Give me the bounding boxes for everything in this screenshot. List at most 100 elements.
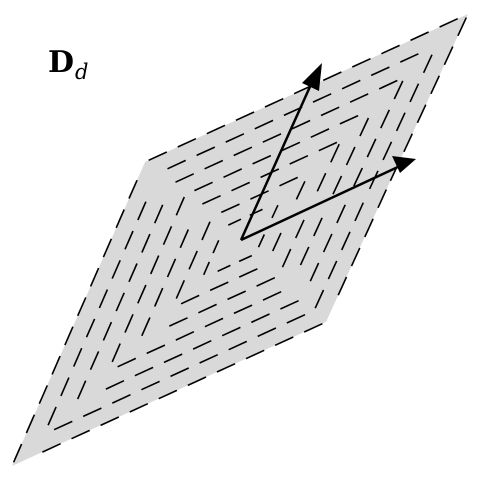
dash-segment [457,17,468,37]
dash-segment [403,133,414,153]
dash-segment [279,176,299,187]
dash-segment [370,66,390,77]
dash-segment [231,181,251,192]
dash-segment [25,414,36,434]
dash-segment [280,299,299,310]
dash-segment [299,246,310,266]
dash-segment [340,231,351,251]
dash-segment [117,357,137,368]
dash-segment [179,229,190,249]
dash-segment [257,327,277,338]
arrowhead-upper [302,63,322,91]
dash-segment [380,109,391,129]
dash-segment [228,340,248,351]
dash-segment [341,79,361,90]
dash-segment [217,264,231,273]
dash-segment [42,442,61,453]
dash-segment [314,289,325,309]
dash-segment [141,233,151,253]
dash-segment [128,179,138,199]
dash-segment [262,133,282,143]
dash-segment [60,377,70,397]
dash-segment [443,46,454,66]
dash-segment [175,196,186,216]
dash-segment [382,141,393,161]
dash-segment [250,190,269,200]
dash-segment [89,267,100,287]
dash-segment [206,124,226,135]
dash-segment [129,402,149,413]
dash-segment [223,168,243,179]
dash-segment [85,318,96,338]
dash-segment [216,362,236,373]
dash-segment [309,262,320,282]
dash-segment [281,248,292,268]
dash-segment [137,201,147,221]
dash-segment [220,203,240,214]
dash-segment [233,146,253,157]
dash-segment [47,406,57,426]
dash-segment [353,167,364,187]
dash-segment [393,80,404,100]
dash-segment [245,349,265,360]
dash-segment [212,239,220,254]
dash-segment [289,154,309,165]
dash-segment [64,326,74,346]
dash-segment [209,281,229,292]
dash-segment [153,204,164,224]
dash-segment [286,313,306,324]
dash-segment [141,380,160,391]
dash-segment [175,279,186,299]
dash-segment [350,247,361,267]
dash-segment [71,429,91,440]
figure-label: Dd [48,48,88,83]
dash-segment [322,71,342,82]
dash-segment [72,347,83,367]
dash-segment [271,204,279,219]
dash-segment [148,151,168,162]
dash-segment [238,254,253,263]
dash-segment [291,119,311,130]
dash-segment [221,326,241,337]
dash-segment [111,259,121,279]
dash-segment [316,172,327,192]
dash-segment [163,353,183,364]
dash-segment [366,138,377,158]
dash-segment [124,230,134,250]
dash-segment [339,114,359,125]
dash-segment [359,117,370,137]
dash-segment [105,379,125,390]
dash-segment [180,294,200,305]
dash-segment [227,218,242,226]
dash-segment [204,317,224,328]
vector-arrows [239,63,416,242]
dash-segment [310,128,330,139]
dash-segment [12,443,23,463]
dash-segment [168,317,188,327]
dash-segment [381,44,400,55]
dash-segment [192,339,212,350]
dash-segment [368,170,379,190]
dash-segment [194,181,213,192]
dash-segment [410,31,429,42]
dash-segment [378,79,398,90]
dash-segment [322,233,333,253]
dash-field [12,17,468,463]
dash-segment [252,154,272,165]
dash-segment [146,344,166,355]
dash-segment [399,53,419,63]
dash-segment [98,289,109,309]
figure-label-subscript: d [75,60,89,84]
dash-segment [134,366,154,377]
dash-segment [38,385,49,405]
dash-segment [102,238,113,258]
dash-segment [303,322,323,333]
dash-segment [51,355,61,375]
dash-segment [233,304,253,315]
dash-segment [196,146,216,157]
dash-segment [254,119,274,130]
dash-segment [430,75,441,95]
dash-segment [76,380,87,400]
dash-segment [422,54,433,74]
